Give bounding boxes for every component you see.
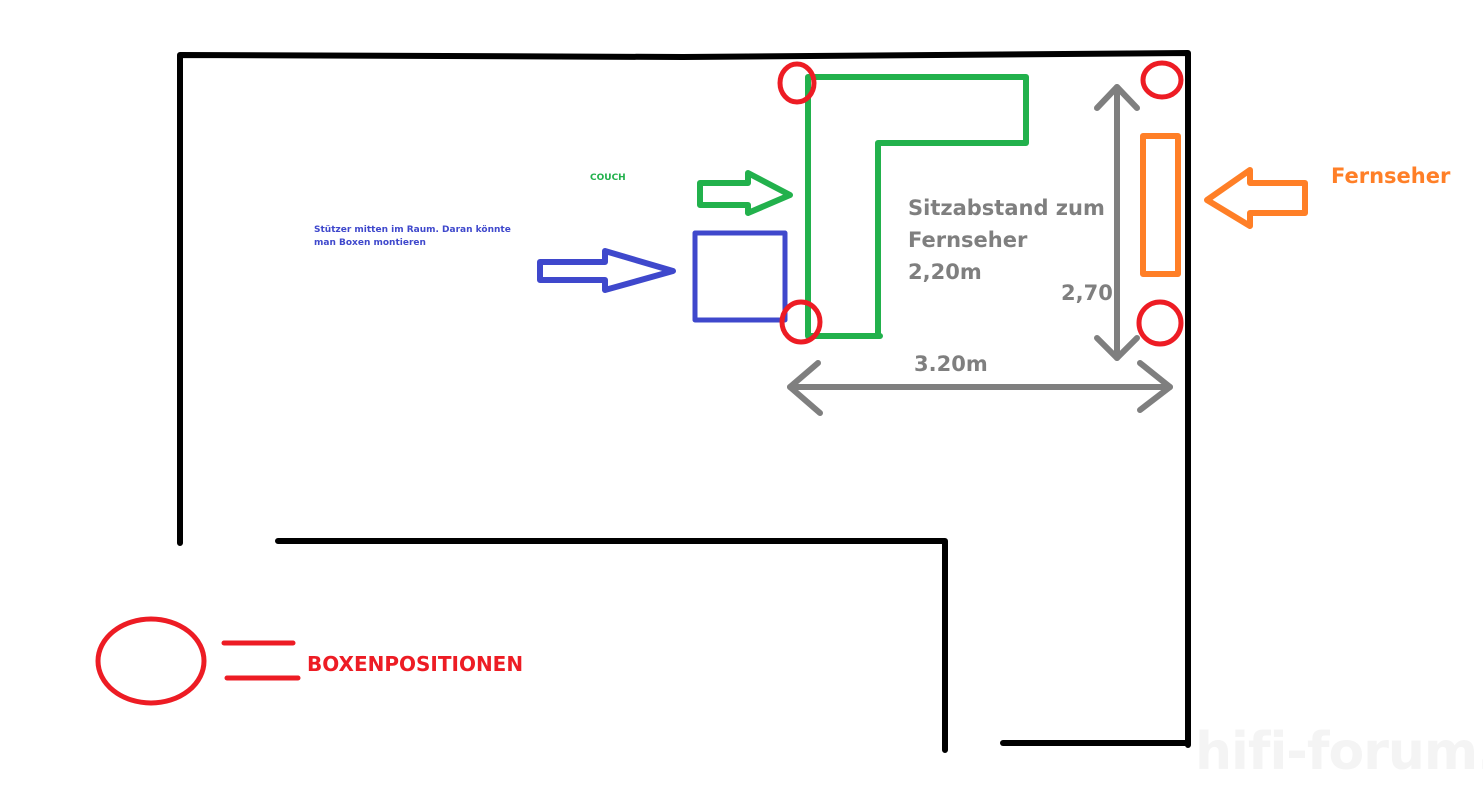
couch-label: COUCH	[590, 173, 626, 183]
tv-label: Fernseher	[1331, 164, 1451, 188]
seating-distance-label: Sitzabstand zum Fernseher 2,20m	[908, 196, 1105, 284]
speaker-markers	[777, 60, 1184, 347]
tv-rect	[1140, 133, 1181, 277]
legend-symbol	[95, 616, 301, 706]
walls	[177, 50, 1191, 753]
couch-arrow	[697, 170, 793, 216]
pillar-square	[692, 230, 788, 323]
dimension-arrows	[787, 84, 1173, 416]
depth-label: 2,70	[1061, 281, 1113, 305]
pillar-arrow	[537, 248, 676, 293]
legend-label: BOXENPOSITIONEN	[307, 652, 524, 676]
width-label: 3.20m	[914, 352, 988, 376]
pillar-note: Stützer mitten im Raum. Daran könnte man…	[314, 225, 511, 248]
watermark: hifi-forum.de	[1195, 722, 1483, 782]
couch-shape	[805, 74, 1029, 339]
tv-arrow	[1204, 167, 1308, 229]
